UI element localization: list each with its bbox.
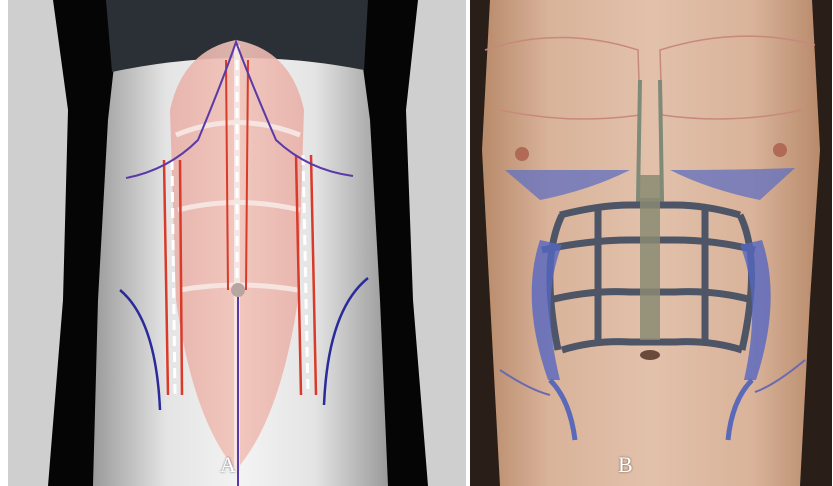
- panel-label-a: A: [220, 452, 236, 478]
- right-arm: [406, 0, 466, 486]
- left-arm: [8, 0, 68, 486]
- panel-label-b: B: [618, 452, 633, 478]
- torso-illustration: [8, 0, 466, 486]
- torso-photo: [470, 0, 832, 486]
- umbilicus: [231, 283, 245, 297]
- nipple-left: [515, 147, 529, 161]
- nipple-right: [773, 143, 787, 157]
- panel-b-marked-torso-photo: B: [470, 0, 832, 486]
- panel-a-torso-diagram: A: [8, 0, 466, 486]
- linea-alba-marking: [640, 175, 660, 340]
- navel: [640, 350, 660, 360]
